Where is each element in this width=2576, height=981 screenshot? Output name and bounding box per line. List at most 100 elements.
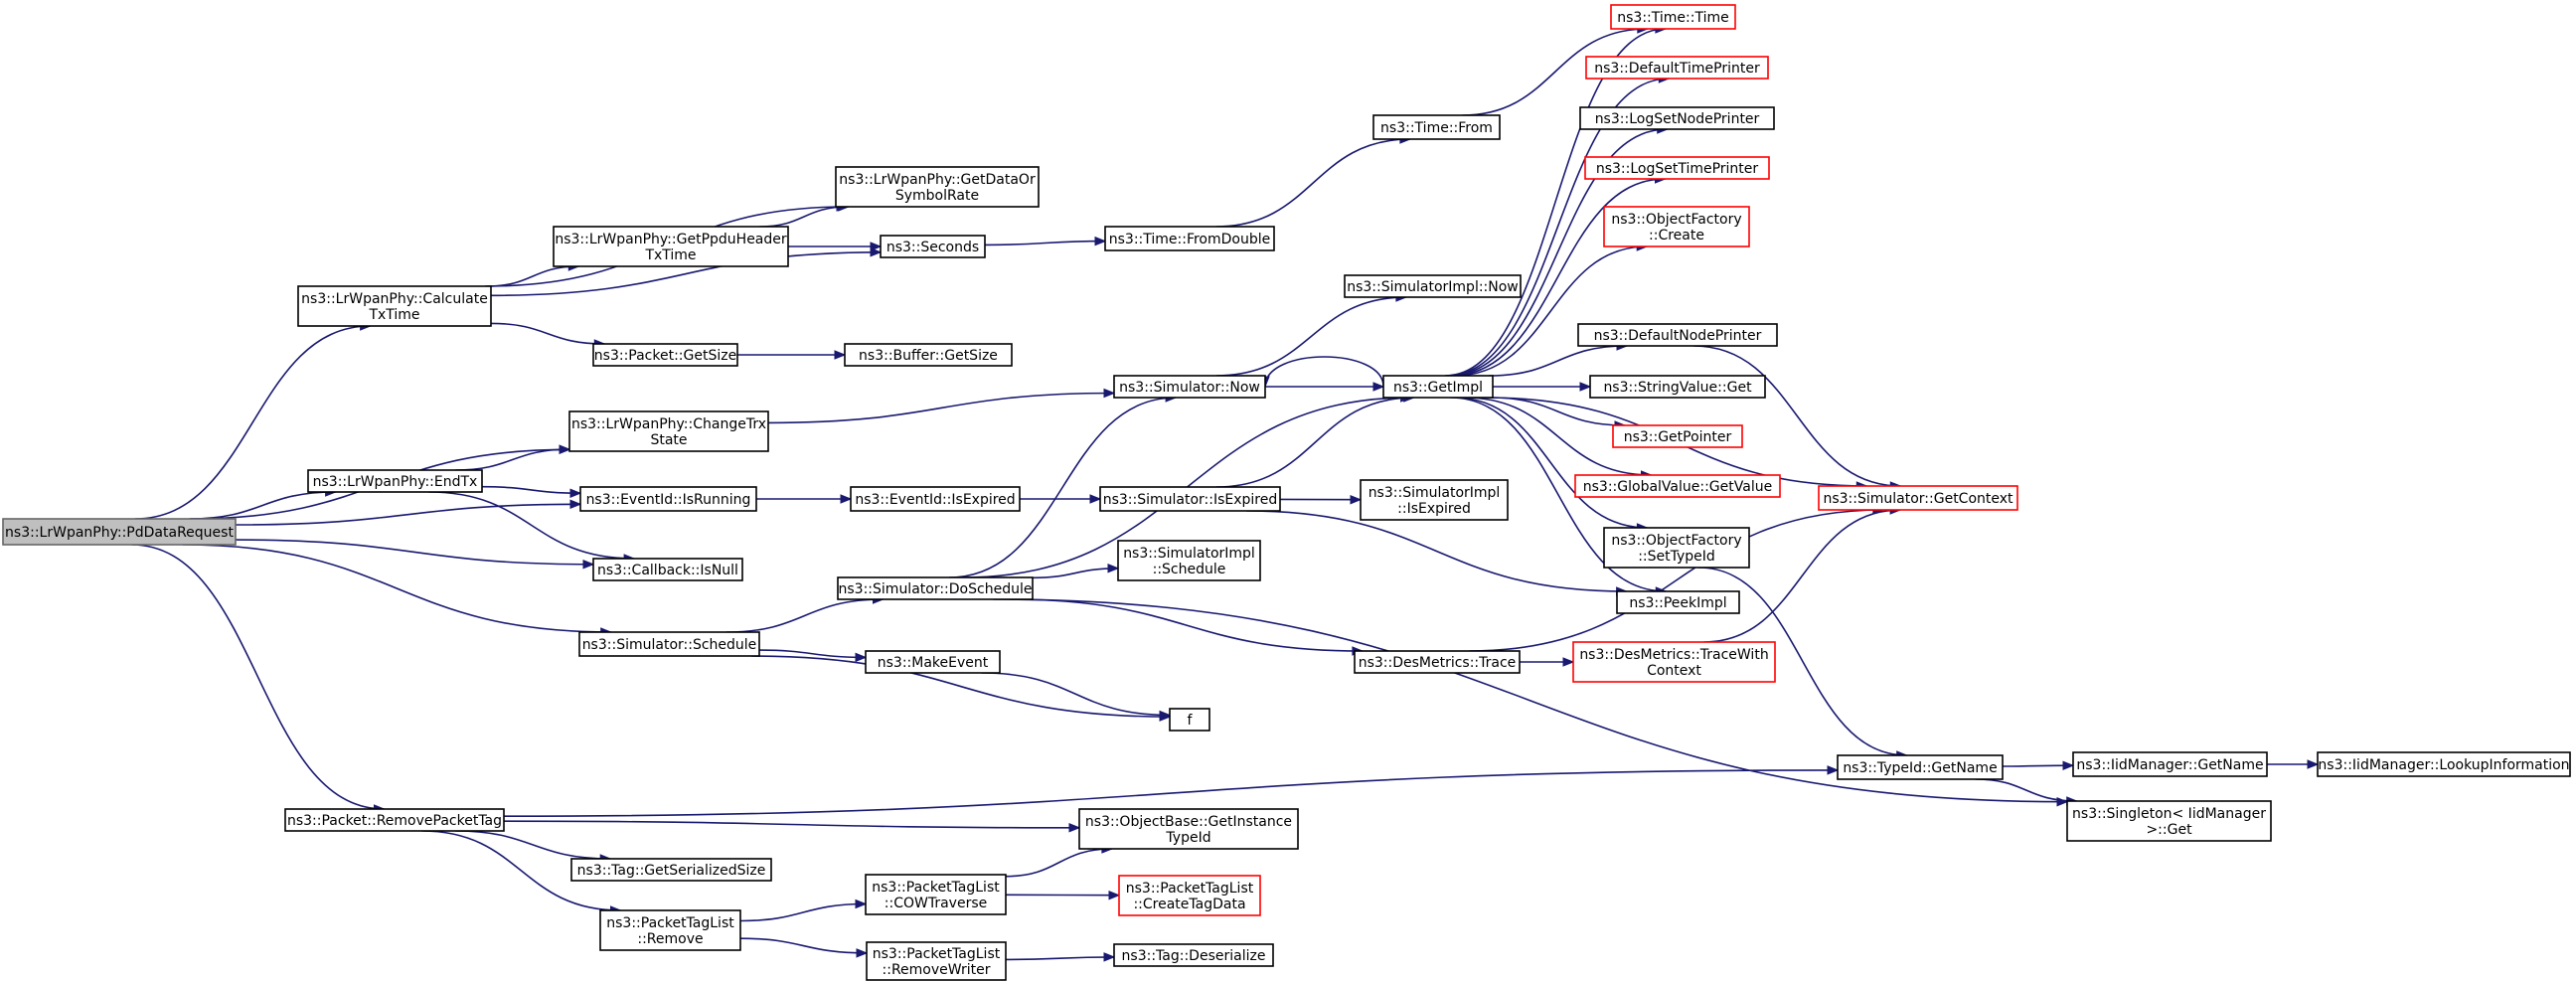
- node-label: ns3::Tag::Deserialize: [1122, 948, 1266, 964]
- edge-line: [235, 503, 581, 526]
- arrowhead: [1562, 657, 1575, 667]
- arrowhead: [870, 242, 883, 251]
- node-packet-getsize[interactable]: ns3::Packet::GetSize: [592, 343, 738, 367]
- edge-line: [948, 397, 1177, 578]
- node-label: ns3::Packet::GetSize: [594, 348, 736, 364]
- node-seconds[interactable]: ns3::Seconds: [880, 235, 986, 258]
- call-edge-packettaglist-remove-to-packettaglist-cowtraverse: [739, 899, 868, 922]
- node-getimpl[interactable]: ns3::GetImpl: [1382, 375, 1494, 399]
- node-box: [865, 650, 1001, 674]
- node-label: ns3::PacketTagList: [606, 915, 734, 931]
- node-label: ns3::PacketTagList: [1126, 881, 1254, 897]
- node-simulator-doschedule[interactable]: ns3::Simulator::DoSchedule: [837, 576, 1034, 600]
- node-label: ns3::LrWpanPhy::GetDataOr: [839, 172, 1036, 188]
- call-edge-calculatetxtime-to-seconds: [490, 247, 883, 297]
- node-globalvalue-getvalue[interactable]: ns3::GlobalValue::GetValue: [1574, 474, 1781, 498]
- node-box: [865, 874, 1007, 915]
- node-tag-getserializedsize[interactable]: ns3::Tag::GetSerializedSize: [570, 858, 772, 882]
- edge-line: [1449, 178, 1666, 377]
- node-label: ::Remove: [637, 931, 703, 947]
- node-iidmanager-getname[interactable]: ns3::IidManager::GetName: [2072, 751, 2268, 777]
- node-eventid-isrunning[interactable]: ns3::EventId::IsRunning: [579, 486, 757, 512]
- node-packettaglist-removewriter[interactable]: ns3::PacketTagList::RemoveWriter: [866, 941, 1007, 981]
- node-label: ns3::DefaultTimePrinter: [1594, 61, 1760, 77]
- node-callback-isnull[interactable]: ns3::Callback::IsNull: [592, 558, 743, 581]
- node-box: [1117, 540, 1261, 581]
- node-time-from[interactable]: ns3::Time::From: [1372, 114, 1501, 140]
- node-getpointer[interactable]: ns3::GetPointer: [1612, 424, 1743, 448]
- node-desmetrics-trace[interactable]: ns3::DesMetrics::Trace: [1354, 650, 1521, 674]
- node-eventid-isexpired[interactable]: ns3::EventId::IsExpired: [850, 486, 1021, 512]
- edge-line: [182, 544, 611, 633]
- node-f[interactable]: f: [1169, 708, 1210, 732]
- edge-line: [1464, 397, 1652, 476]
- node-label: ns3::LrWpanPhy::ChangeTrx: [571, 416, 766, 432]
- node-logsettimeprinter[interactable]: ns3::LogSetTimePrinter: [1584, 156, 1770, 180]
- node-defaulttimeprinter[interactable]: ns3::DefaultTimePrinter: [1585, 56, 1769, 80]
- node-time-time[interactable]: ns3::Time::Time: [1610, 4, 1736, 30]
- call-edge-packettaglist-cowtraverse-to-packettaglist-createtagdata: [1005, 890, 1121, 900]
- arrowhead: [1579, 382, 1592, 392]
- node-iidmanager-lookupinformation[interactable]: ns3::IidManager::LookupInformation: [2317, 751, 2571, 777]
- node-packettaglist-remove[interactable]: ns3::PacketTagList::Remove: [599, 909, 741, 951]
- node-endtx[interactable]: ns3::LrWpanPhy::EndTx: [307, 469, 483, 493]
- edge-line: [1264, 356, 1384, 388]
- edge-line: [739, 902, 867, 922]
- node-logsetnodeprinter[interactable]: ns3::LogSetNodePrinter: [1579, 106, 1775, 130]
- arrowhead: [1089, 494, 1102, 504]
- node-defaultnodeprinter[interactable]: ns3::DefaultNodePrinter: [1577, 323, 1778, 347]
- node-label: ns3::Simulator::Schedule: [582, 637, 757, 653]
- node-label: ::COWTraverse: [885, 896, 987, 911]
- node-simulator-isexpired[interactable]: ns3::Simulator::IsExpired: [1099, 486, 1281, 512]
- arrowhead: [2062, 760, 2075, 770]
- node-typeid-getname[interactable]: ns3::TypeId::GetName: [1837, 754, 2004, 780]
- edge-line: [503, 769, 1839, 817]
- edge-line: [1454, 245, 1648, 377]
- call-edge-packet-getsize-to-buffer-getsize: [737, 350, 847, 360]
- node-simulatorimpl-schedule[interactable]: ns3::SimulatorImpl::Schedule: [1117, 540, 1261, 581]
- node-box: [1344, 274, 1522, 298]
- node-objectfactory-settypeid[interactable]: ns3::ObjectFactory::SetTypeId: [1603, 527, 1750, 569]
- edge-line: [490, 251, 882, 297]
- edge-line: [131, 544, 385, 810]
- node-stringvalue-get[interactable]: ns3::StringValue::Get: [1589, 375, 1766, 399]
- edge-line: [1215, 397, 1414, 488]
- node-box: [2072, 751, 2268, 777]
- node-box: [1579, 106, 1775, 130]
- node-box: [1382, 375, 1494, 399]
- node-label: ns3::Time::Time: [1617, 10, 1728, 26]
- node-time-fromdouble[interactable]: ns3::Time::FromDouble: [1104, 226, 1275, 251]
- arrowhead: [569, 488, 582, 498]
- node-singleton-get[interactable]: ns3::Singleton< IidManager >::Get: [2066, 800, 2272, 842]
- node-pddatarequest[interactable]: ns3::LrWpanPhy::PdDataRequest: [2, 518, 237, 546]
- node-makeevent[interactable]: ns3::MakeEvent: [865, 650, 1001, 674]
- node-simulatorimpl-now[interactable]: ns3::SimulatorImpl::Now: [1344, 274, 1522, 298]
- node-packettaglist-cowtraverse[interactable]: ns3::PacketTagList::COWTraverse: [865, 874, 1007, 915]
- node-box: [1169, 708, 1210, 732]
- node-simulator-now[interactable]: ns3::Simulator::Now: [1113, 375, 1266, 399]
- node-simulator-getcontext[interactable]: ns3::Simulator::GetContext: [1818, 485, 2018, 511]
- edge-line: [1693, 345, 1901, 487]
- node-objectfactory-create[interactable]: ns3::ObjectFactory::Create: [1603, 206, 1750, 247]
- edge-line: [235, 539, 594, 566]
- node-box: [1577, 323, 1778, 347]
- node-removepackettag[interactable]: ns3::Packet::RemovePacketTag: [284, 808, 505, 832]
- call-edge-getimpl-to-defaultnodeprinter: [1488, 341, 1629, 377]
- node-tag-deserialize[interactable]: ns3::Tag::Deserialize: [1113, 943, 1274, 967]
- arrowhead: [1068, 823, 1081, 833]
- node-label: ns3::Buffer::GetSize: [859, 348, 998, 364]
- call-edge-simulator-now-to-getimpl: [1265, 382, 1385, 392]
- node-simulator-schedule[interactable]: ns3::Simulator::Schedule: [578, 631, 760, 657]
- arrowhead: [855, 652, 868, 663]
- node-packettaglist-createtagdata[interactable]: ns3::PacketTagList::CreateTagData: [1118, 875, 1261, 916]
- node-peekimpl[interactable]: ns3::PeekImpl: [1616, 590, 1740, 614]
- node-buffer-getsize[interactable]: ns3::Buffer::GetSize: [844, 343, 1013, 367]
- node-simulatorimpl-isexpired[interactable]: ns3::SimulatorImpl::IsExpired: [1360, 479, 1509, 521]
- node-label: SymbolRate: [895, 188, 979, 204]
